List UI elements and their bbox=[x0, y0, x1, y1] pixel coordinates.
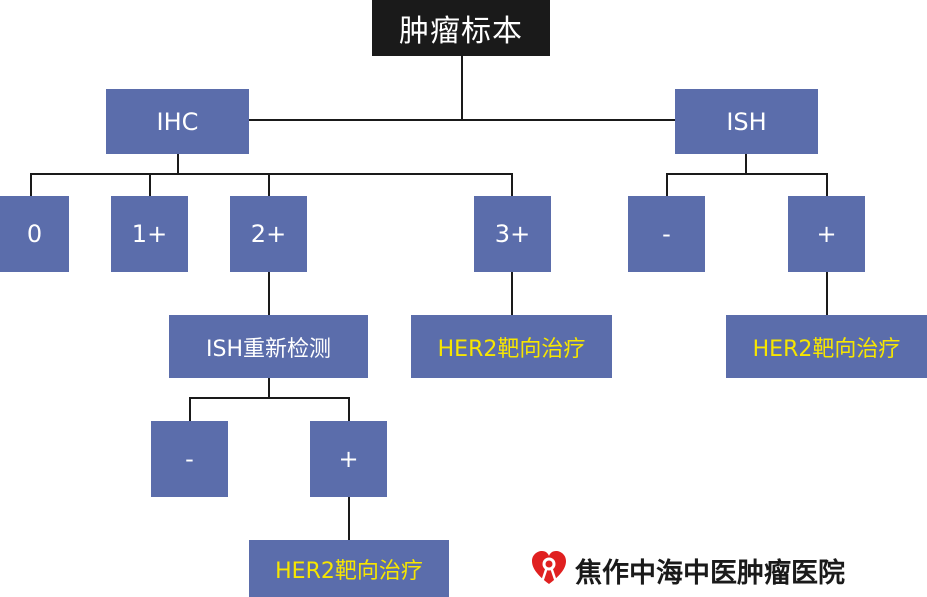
treatment-3plus-node: HER2靶向治疗 bbox=[411, 315, 612, 378]
ihc-score-1plus: 1+ bbox=[111, 196, 188, 272]
connector-retest-down bbox=[268, 378, 270, 398]
ish-node: ISH bbox=[675, 89, 818, 154]
ihc-score-2plus: 2+ bbox=[230, 196, 307, 272]
ish-retest-node: ISH重新检测 bbox=[169, 315, 368, 378]
connector-root-down bbox=[461, 56, 463, 120]
hospital-name: 焦作中海中医肿瘤医院 bbox=[575, 557, 845, 589]
root-node: 肿瘤标本 bbox=[372, 0, 550, 56]
connector-ihc-ish bbox=[248, 119, 675, 121]
hospital-brand: 焦作中海中医肿瘤医院 bbox=[529, 550, 845, 590]
ish-result-positive: + bbox=[788, 196, 865, 272]
heart-ribbon-icon bbox=[529, 548, 569, 592]
ish-result-negative: - bbox=[628, 196, 705, 272]
treatment-ish-positive-node: HER2靶向治疗 bbox=[726, 315, 927, 378]
connector-2plus-retest bbox=[268, 272, 270, 315]
connector-score-3 bbox=[511, 173, 513, 196]
connector-ish-neg bbox=[666, 173, 668, 196]
connector-ihc-down bbox=[177, 154, 179, 174]
connector-score-0 bbox=[30, 173, 32, 196]
connector-ish-pos-treatment bbox=[826, 272, 828, 315]
ihc-node: IHC bbox=[106, 89, 249, 154]
connector-retest-pos-treatment bbox=[348, 497, 350, 540]
connector-retest-neg bbox=[189, 397, 191, 421]
connector-ish-branch bbox=[666, 173, 828, 175]
connector-retest-branch bbox=[189, 397, 350, 399]
connector-retest-pos bbox=[348, 397, 350, 421]
connector-ish-down bbox=[745, 154, 747, 174]
treatment-retest-positive-node: HER2靶向治疗 bbox=[249, 540, 449, 597]
connector-ihc-branch bbox=[30, 173, 513, 175]
connector-score-2 bbox=[268, 173, 270, 196]
ihc-score-0: 0 bbox=[0, 196, 69, 272]
ihc-score-3plus: 3+ bbox=[474, 196, 551, 272]
connector-ish-pos bbox=[826, 173, 828, 196]
retest-result-negative: - bbox=[151, 421, 228, 497]
retest-result-positive: + bbox=[310, 421, 387, 497]
connector-3plus-treatment bbox=[511, 272, 513, 315]
connector-score-1 bbox=[149, 173, 151, 196]
